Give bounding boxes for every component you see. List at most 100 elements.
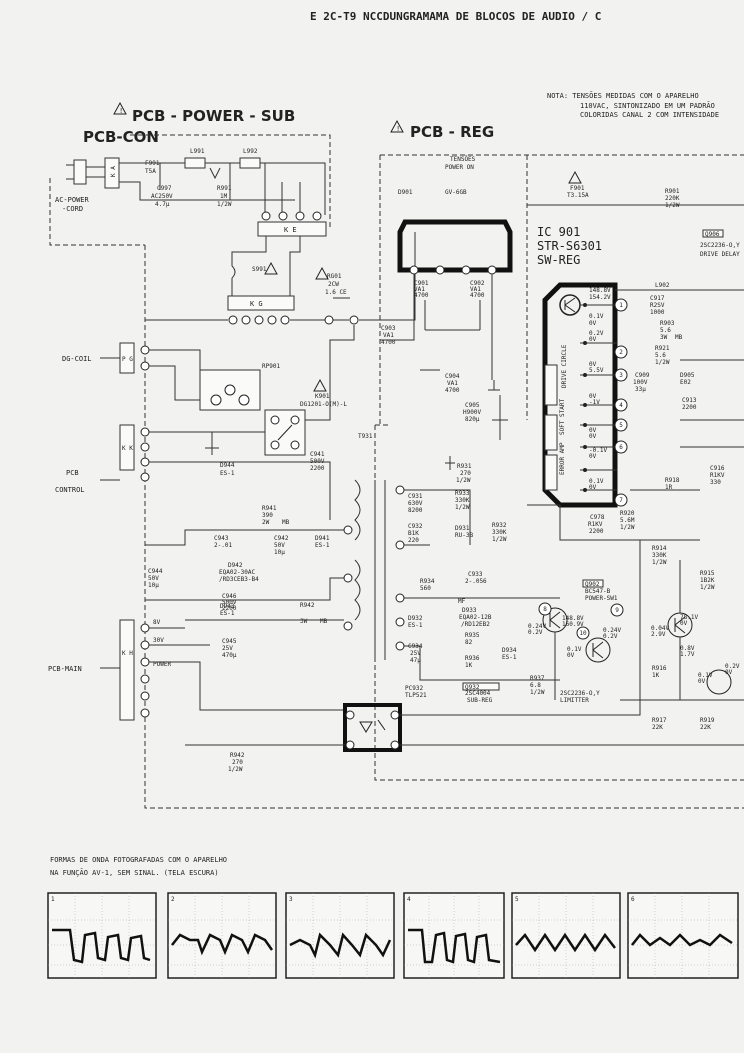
svg-text:1/2W: 1/2W — [700, 584, 715, 591]
svg-text:R901: R901 — [665, 188, 680, 195]
svg-text:5: 5 — [619, 422, 623, 429]
ac-cord-label-2: -CORD — [62, 205, 83, 213]
kh-8v: 8V — [153, 619, 161, 626]
svg-text:L902: L902 — [655, 282, 670, 289]
l991-label: L991 — [190, 148, 205, 155]
waveform-caption-2: NA FUNÇÃO AV-1, SEM SINAL. (TELA ESCURA) — [50, 868, 219, 877]
svg-text:220: 220 — [408, 537, 419, 544]
svg-text:2SC2236-O,Y: 2SC2236-O,Y — [700, 242, 740, 249]
kh-30v: 30V — [153, 637, 164, 644]
note-line2: 110VAC, SINTONIZADO EM UM PADRÃO — [580, 101, 715, 110]
svg-text:0.2V: 0.2V — [725, 663, 740, 670]
svg-text:S991: S991 — [252, 266, 267, 273]
svg-text:BC547-B: BC547-B — [585, 588, 611, 595]
svg-text:C946: C946 — [222, 593, 237, 600]
svg-text:EQA02-12B: EQA02-12B — [459, 614, 492, 621]
svg-text:2200: 2200 — [682, 404, 697, 411]
r942b-w: 1/2W — [228, 766, 243, 773]
svg-text:1B2K: 1B2K — [700, 577, 715, 584]
svg-text:C913: C913 — [682, 397, 697, 404]
svg-text:1.7V: 1.7V — [680, 651, 695, 658]
r931-symbol — [445, 456, 455, 470]
svg-text:0V: 0V — [725, 669, 733, 676]
svg-text:DRIVE DELAY: DRIVE DELAY — [700, 251, 740, 258]
svg-text:MB: MB — [282, 519, 290, 526]
svg-text:Q932: Q932 — [465, 684, 480, 691]
svg-text:R934: R934 — [420, 578, 435, 585]
f991-val: T5A — [145, 168, 156, 175]
svg-text:0V: 0V — [589, 336, 597, 343]
waveform-panel-3: 3 — [285, 892, 395, 979]
svg-text:3: 3 — [289, 896, 293, 903]
c905-symbol — [492, 395, 508, 440]
svg-text:C944: C944 — [148, 568, 163, 575]
ic901-name: IC 901 — [537, 225, 580, 239]
svg-text:7: 7 — [619, 497, 623, 504]
ac-plug: K A — [66, 157, 120, 189]
connector-kh: K H — [119, 619, 150, 721]
svg-text:/RD3CEB3-B4: /RD3CEB3-B4 — [219, 576, 259, 583]
svg-text:330K: 330K — [455, 497, 470, 504]
waveform-panel-1: 1 — [47, 892, 157, 979]
svg-text:RP901: RP901 — [262, 363, 280, 370]
svg-text:DG1201-O(M)-L: DG1201-O(M)-L — [300, 401, 347, 408]
ic901-pins: 1 2 3 4 5 6 7 — [580, 298, 628, 507]
svg-text:T931: T931 — [358, 433, 373, 440]
svg-text:D932: D932 — [408, 615, 423, 622]
svg-text:C901: C901 — [414, 280, 429, 287]
pcb-control-label: PCB — [66, 469, 79, 477]
pc932-out — [400, 540, 744, 746]
svg-text:R917: R917 — [652, 717, 667, 724]
svg-text:D934: D934 — [502, 647, 517, 654]
svg-text:P G: P G — [122, 356, 133, 363]
svg-text:1/2W: 1/2W — [492, 536, 507, 543]
svg-text:VA1: VA1 — [470, 286, 481, 293]
svg-text:1/2W: 1/2W — [455, 504, 470, 511]
svg-text:148.8V: 148.8V — [562, 615, 584, 622]
warning-icon: ! — [113, 101, 127, 115]
svg-text:5.6M: 5.6M — [620, 517, 635, 524]
svg-text:R915: R915 — [700, 570, 715, 577]
power-sub-circuit — [119, 157, 326, 215]
kh-wires — [149, 627, 345, 711]
svg-text:0.1V: 0.1V — [589, 478, 604, 485]
svg-text:R932: R932 — [492, 522, 507, 529]
note-line3: COLORIDAS CANAL 2 COM INTENSIDADE — [580, 111, 719, 119]
svg-text:R942: R942 — [300, 602, 315, 609]
svg-text:3W: 3W — [660, 334, 668, 341]
svg-text:0.2V: 0.2V — [603, 633, 618, 640]
svg-text:0.1V: 0.1V — [589, 313, 604, 320]
ic901: IC 901 STR-S6301 SW-REG DRIVE CIRCLE SOF… — [537, 225, 618, 508]
svg-text:220K: 220K — [665, 195, 680, 202]
svg-text:4700: 4700 — [414, 292, 429, 299]
svg-text:10: 10 — [579, 630, 587, 637]
s991: S991 — [231, 261, 278, 296]
svg-text:MF: MF — [458, 598, 466, 605]
svg-text:R1KV: R1KV — [588, 521, 603, 528]
svg-text:/RD12EB2: /RD12EB2 — [461, 621, 490, 628]
svg-text:R941: R941 — [262, 505, 277, 512]
bridge-d901: D901 GV-6GB TENSÕES POWER ON — [397, 156, 513, 275]
svg-text:C902: C902 — [470, 280, 485, 287]
rg01-ce: 1.6 CE — [325, 289, 347, 296]
svg-text:C933: C933 — [468, 571, 483, 578]
svg-text:R935: R935 — [465, 632, 480, 639]
svg-text:390: 390 — [262, 512, 273, 519]
svg-text:C904: C904 — [445, 373, 460, 380]
svg-text:330: 330 — [710, 479, 721, 486]
c905-val: H900V — [463, 409, 481, 416]
dg-coil-label: DG-COIL — [62, 355, 92, 363]
kg-wires — [145, 232, 416, 321]
connector-kg: K G — [227, 295, 295, 325]
svg-text:0.2V: 0.2V — [589, 330, 604, 337]
l992-label: L992 — [243, 148, 258, 155]
svg-text:D931: D931 — [455, 525, 470, 532]
r991-val: 1M — [220, 193, 228, 200]
ac-cord-label: AC-POWER — [55, 196, 90, 204]
svg-text:330K: 330K — [652, 552, 667, 559]
svg-text:MB: MB — [320, 618, 328, 625]
svg-text:C978: C978 — [590, 514, 605, 521]
svg-text:82: 82 — [465, 639, 473, 646]
r991-label: R991 — [217, 185, 232, 192]
